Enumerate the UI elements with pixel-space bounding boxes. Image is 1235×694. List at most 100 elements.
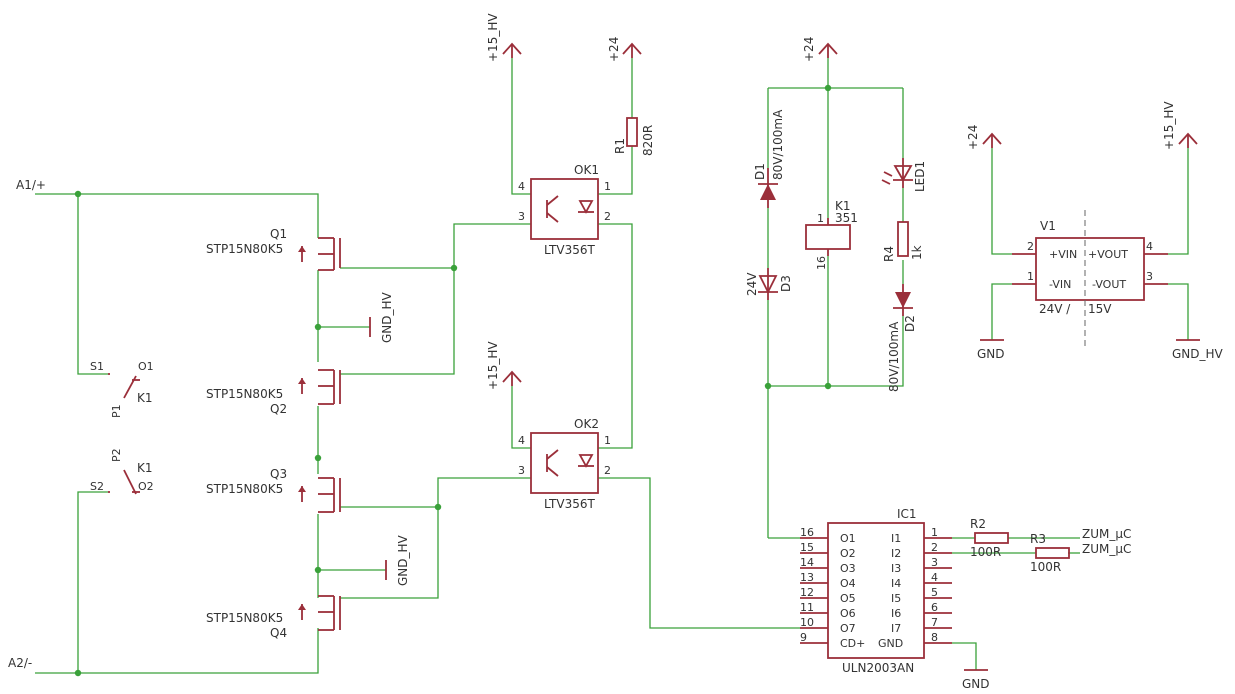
net-label: ZUM_µC — [1082, 542, 1131, 556]
diode-icon — [758, 168, 778, 208]
converter-pin-name: +VIN — [1049, 248, 1077, 261]
zener-diode-icon — [758, 268, 778, 300]
mosfet-icon — [298, 595, 341, 631]
mosfet-q4: STP15N80K5 Q4 — [206, 595, 341, 640]
contact-o2-label: O2 — [138, 480, 154, 493]
relay-k1: K1 351 1 16 — [805, 199, 858, 270]
resistor-icon — [626, 117, 638, 147]
supply-arrow-icon — [818, 42, 838, 58]
relay-contact-switch-icon — [108, 373, 140, 399]
mosfet-ref: Q2 — [270, 402, 287, 416]
resistor-icon — [1035, 547, 1070, 559]
mosfet-part: STP15N80K5 — [206, 482, 283, 496]
mosfet-part: STP15N80K5 — [206, 387, 283, 401]
pin-number: 1 — [817, 212, 824, 225]
supply-label: +15_HV — [1162, 101, 1176, 150]
contact-s2-label: S2 — [90, 480, 104, 493]
contact-s1-label: S1 — [90, 360, 104, 373]
diode-ref: D2 — [903, 315, 917, 332]
ground-label: GND — [962, 677, 990, 691]
supply-label: +24 — [607, 37, 621, 62]
supply-arrow-icon — [502, 370, 522, 386]
diode-value: 80V/100mA — [887, 321, 901, 392]
ic-pin-name: O2 — [840, 547, 856, 560]
resistor-r1: R1 820R — [613, 117, 655, 156]
converter-body — [1035, 237, 1145, 301]
ic-pin-number: 4 — [931, 571, 938, 584]
optocoupler-ref: OK1 — [574, 163, 599, 177]
mosfet-ref: Q1 — [270, 227, 287, 241]
diode-value: 24V — [745, 272, 759, 296]
resistor-ref: R3 — [1030, 532, 1046, 546]
pin-number: 4 — [1146, 240, 1153, 253]
junction-dots — [74, 84, 832, 677]
relay-ref: K1 — [835, 199, 851, 213]
ic-body — [827, 522, 925, 659]
pin-number: 1 — [604, 180, 611, 193]
ic-pin-number: 14 — [800, 556, 814, 569]
relay-contact-a-label: K1 — [137, 391, 153, 405]
resistor-ref: R4 — [882, 246, 896, 262]
ic-pin-number: 5 — [931, 586, 938, 599]
ic-pin-name: O3 — [840, 562, 856, 575]
relay-contact-switch-icon — [108, 469, 140, 495]
ic-pin-number: 15 — [800, 541, 814, 554]
supply-arrow-icon — [1178, 132, 1198, 148]
ic-pin-name: O7 — [840, 622, 856, 635]
ic-pin-name: I3 — [891, 562, 901, 575]
mosfet-icon — [298, 477, 341, 513]
diode-d2: D2 80V/100mA — [887, 284, 917, 392]
supply-label: +15_HV — [486, 341, 500, 390]
resistor-icon — [897, 221, 909, 257]
ic-pin-number: 1 — [931, 526, 938, 539]
ic-pin-number: 16 — [800, 526, 814, 539]
optocoupler-ref: OK2 — [574, 417, 599, 431]
optocoupler-body — [530, 432, 599, 494]
resistor-r4: R4 1k — [882, 221, 924, 262]
ic-pin-number: 13 — [800, 571, 814, 584]
optocoupler-body — [530, 178, 599, 240]
contact-o1-label: O1 — [138, 360, 154, 373]
ic-pin-name: I2 — [891, 547, 901, 560]
diode-icon — [893, 284, 913, 316]
converter-ref: V1 — [1040, 219, 1056, 233]
resistor-value: 1k — [910, 245, 924, 260]
diode-d3: 24V D3 — [745, 268, 793, 300]
mosfet-q3: Q3 STP15N80K5 — [206, 467, 341, 513]
relay-contact-b-label: K1 — [137, 461, 153, 475]
relay-value: 351 — [835, 211, 858, 225]
resistor-r2: R2 100R — [970, 517, 1009, 559]
pin-number: 2 — [604, 210, 611, 223]
optocoupler-part: LTV356T — [544, 243, 595, 257]
supply-label: +24 — [966, 125, 980, 150]
led-icon — [578, 454, 594, 468]
ic-pin-number: 2 — [931, 541, 938, 554]
ic-pin-number: 12 — [800, 586, 814, 599]
mosfet-ref: Q3 — [270, 467, 287, 481]
ic-pin-name: I1 — [891, 532, 901, 545]
resistor-value: 100R — [970, 545, 1001, 559]
ic-pin-number: 8 — [931, 631, 938, 644]
led-icon — [881, 158, 913, 188]
pin-number: 1 — [604, 434, 611, 447]
diode-ref: D3 — [779, 275, 793, 292]
pin-number: 2 — [1027, 240, 1034, 253]
ic-pin-name: I5 — [891, 592, 901, 605]
pin-number: 3 — [518, 210, 525, 223]
ground-label: GND_HV — [396, 534, 410, 586]
supply-arrow-icon — [622, 42, 642, 58]
supply-arrow-icon — [502, 42, 522, 58]
supply-label: +24 — [802, 37, 816, 62]
diode-ref: D1 — [753, 163, 767, 180]
diode-value: 80V/100mA — [771, 109, 785, 180]
pin-number: 3 — [518, 464, 525, 477]
led-ref: LED1 — [913, 161, 927, 192]
ic-pin-name: CD+ — [840, 637, 865, 650]
phototransistor-icon — [546, 195, 559, 223]
ic-pin-name: I6 — [891, 607, 901, 620]
led-icon — [578, 200, 594, 214]
optocoupler-part: LTV356T — [544, 497, 595, 511]
contact-p1-label: P1 — [110, 404, 123, 418]
